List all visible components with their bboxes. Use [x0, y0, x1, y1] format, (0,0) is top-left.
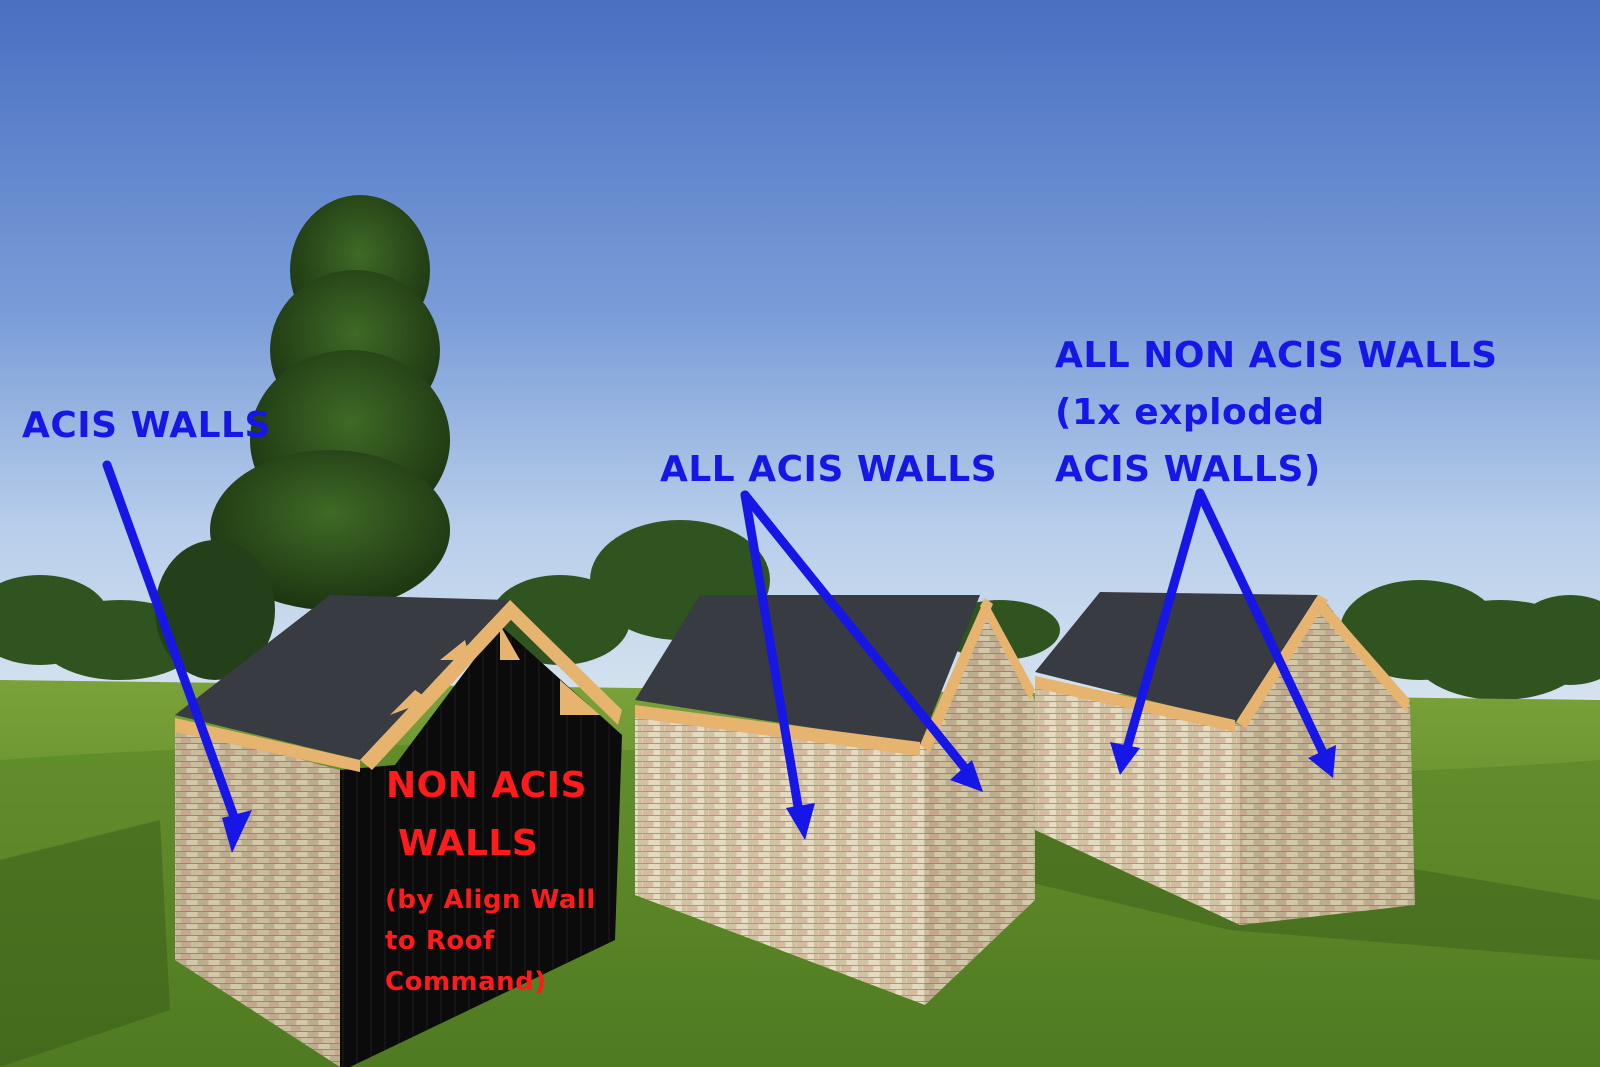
all-acis-walls-label: ALL ACIS WALLS: [660, 449, 998, 490]
non-acis-line2: WALLS: [398, 823, 539, 864]
non-acis-note-line2: to Roof: [385, 926, 495, 956]
tall-tree: [155, 195, 450, 680]
all-non-acis-line2: (1x exploded: [1055, 392, 1325, 433]
non-acis-note-line1: (by Align Wall: [385, 885, 596, 915]
annotation-arrows: [102, 460, 1336, 853]
all-non-acis-line1: ALL NON ACIS WALLS: [1055, 335, 1498, 376]
acis-walls-label: ACIS WALLS: [22, 405, 271, 446]
non-acis-walls-label: NON ACIS WALLS: [386, 757, 587, 873]
non-acis-note-line3: Command): [385, 967, 547, 997]
all-non-acis-line3: ACIS WALLS): [1055, 449, 1321, 490]
all-non-acis-walls-label: ALL NON ACIS WALLS (1x exploded ACIS WAL…: [1055, 327, 1498, 498]
house-left: [175, 595, 622, 1067]
house-middle: [635, 595, 1035, 1005]
non-acis-note: (by Align Wall to Roof Command): [385, 880, 596, 1003]
non-acis-line1: NON ACIS: [386, 765, 587, 806]
